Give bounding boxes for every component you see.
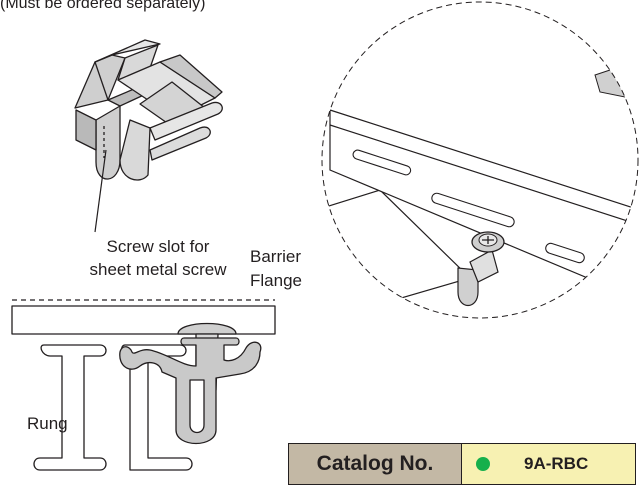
cross-section-view (11, 299, 276, 471)
catalog-key-label: Catalog No. (289, 444, 462, 484)
screw-slot-label-line1: Screw slot for (106, 237, 210, 256)
screw-head-icon (471, 231, 505, 253)
catalog-part-number: 9A-RBC (524, 454, 589, 473)
rung-section (33, 344, 107, 471)
screw-slot-leader-line (94, 149, 107, 233)
barrier-flange (11, 305, 276, 335)
clip-isometric-view (74, 39, 223, 181)
rung-label: Rung (27, 414, 68, 433)
status-dot-icon (476, 457, 490, 471)
catalog-number-box: Catalog No. 9A-RBC (288, 443, 636, 485)
barrier-flange-label: Barrier Flange (250, 245, 302, 293)
order-note: (Must be ordered separately) (0, 0, 206, 12)
screw-slot-label: Screw slot for sheet metal screw (83, 235, 233, 281)
detail-circle-view (321, 1, 639, 319)
barrier-label-line1: Barrier (250, 247, 302, 266)
catalog-value-cell: 9A-RBC (462, 444, 635, 484)
screw-slot-label-line2: sheet metal screw (89, 260, 227, 279)
barrier-label-line2: Flange (250, 271, 302, 290)
